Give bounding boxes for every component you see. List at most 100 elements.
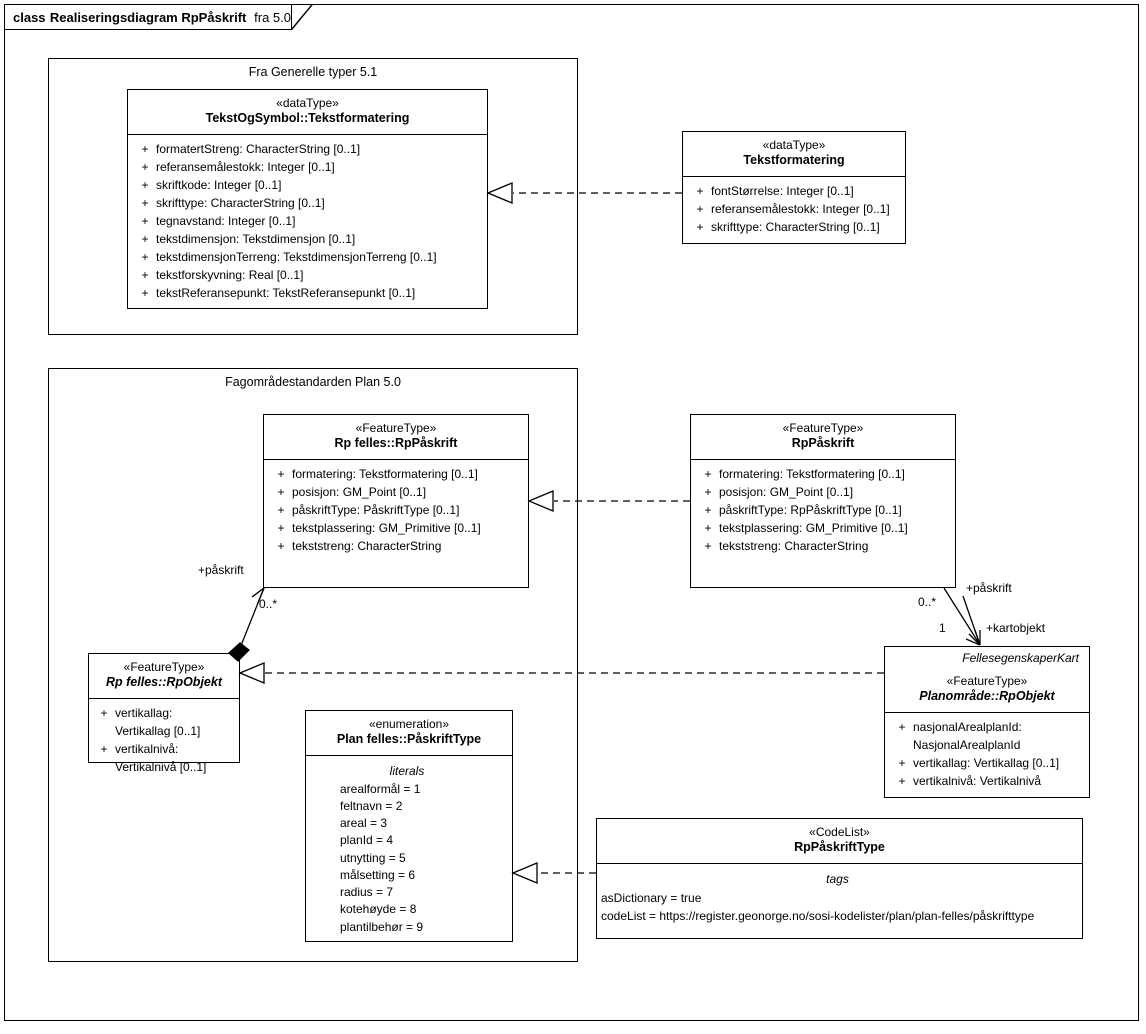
- class-header: FellesegenskaperKart «FeatureType» Plano…: [885, 647, 1089, 713]
- attribute-text: formatertStreng: CharacterString [0..1]: [156, 141, 361, 156]
- attribute-row: +nasjonalArealplanId:: [891, 719, 1085, 736]
- visibility: +: [141, 159, 149, 174]
- attribute-row: + referansemålestokk: Integer [0..1]: [134, 159, 483, 176]
- attribute-row: + formatering: Tekstformatering [0..1]: [697, 466, 951, 483]
- class-tekstogsymbol-tekstformatering[interactable]: «dataType» TekstOgSymbol::Tekstformateri…: [127, 89, 488, 309]
- attribute-text: vertikalnivå:: [115, 741, 179, 756]
- composition-multiplicity-paskrift: 0..*: [259, 597, 278, 611]
- literal-item: kotehøyde = 8: [340, 902, 417, 917]
- class-attributes: +vertikallag: Vertikallag [0..1] +vertik…: [89, 699, 239, 783]
- attribute-row: +vertikalnivå: Vertikalnivå: [891, 773, 1085, 790]
- class-rp-felles-rppaskrift[interactable]: «FeatureType» Rp felles::RpPåskrift +for…: [263, 414, 529, 588]
- attribute-row: +vertikallag: Vertikallag [0..1]: [891, 755, 1085, 772]
- literal-item: radius = 7: [340, 885, 394, 900]
- package-fagomradestandarden-label: Fagområdestandarden Plan 5.0: [225, 375, 401, 389]
- attribute-text: skriftkode: Integer [0..1]: [156, 177, 282, 192]
- attribute-row: +skrifttype: CharacterString [0..1]: [134, 195, 483, 212]
- attribute-row: NasjonalArealplanId: [891, 737, 1085, 754]
- visibility: +: [704, 538, 712, 553]
- attribute-row: + skriftkode: Integer [0..1]: [134, 177, 483, 194]
- attribute-text: påskriftType: RpPåskriftType [0..1]: [719, 502, 902, 517]
- attribute-text: tegnavstand: Integer [0..1]: [156, 213, 296, 228]
- visibility: +: [704, 484, 712, 499]
- frame-title-prefix: class: [13, 9, 46, 25]
- attribute-row: +vertikallag:: [93, 705, 235, 722]
- attribute-text: tekstforskyvning: Real [0..1]: [156, 267, 304, 282]
- class-rppaskrift[interactable]: «FeatureType» RpPåskrift + formatering: T…: [690, 414, 956, 588]
- attribute-text: posisjon: GM_Point [0..1]: [292, 484, 427, 499]
- attribute-row: +påskriftType: PåskriftType [0..1]: [270, 502, 524, 519]
- visibility: +: [141, 213, 149, 228]
- stereotype: «FeatureType»: [946, 674, 1028, 688]
- attribute-text: Vertikalnivå [0..1]: [115, 759, 207, 774]
- attribute-text: posisjon: GM_Point [0..1]: [719, 484, 854, 499]
- attribute-row: + tekstdimensjon: Tekstdimensjon [0..1]: [134, 231, 483, 248]
- class-header: «dataType» Tekstformatering: [683, 132, 905, 177]
- class-tekstformatering[interactable]: «dataType» Tekstformatering + fontStørrel…: [682, 131, 906, 244]
- visibility: +: [141, 231, 149, 246]
- visibility: +: [277, 502, 285, 517]
- class-literals: literals arealformål = 1 feltnavn = 2 ar…: [306, 756, 512, 942]
- attribute-text: tekstplassering: GM_Primitive [0..1]: [292, 520, 481, 535]
- visibility: +: [141, 267, 149, 282]
- attribute-text: referansemålestokk: Integer [0..1]: [156, 159, 335, 174]
- visibility: +: [141, 177, 149, 192]
- class-attributes: +nasjonalArealplanId: NasjonalArealplanI…: [885, 713, 1089, 797]
- frame-title-text: Realiseringsdiagram RpPåskrift: [49, 9, 247, 25]
- class-rppaskrifttype-codelist[interactable]: «CodeList» RpPåskriftType tags asDiction…: [596, 818, 1083, 939]
- attribute-text: fontStørrelse: Integer [0..1]: [711, 183, 854, 198]
- visibility: +: [704, 466, 712, 481]
- attribute-row: +tekstplassering: GM_Primitive [0..1]: [270, 520, 524, 537]
- class-name: RpPåskriftType: [794, 840, 885, 854]
- visibility: +: [277, 538, 285, 553]
- literal-item: areal = 3: [340, 816, 388, 831]
- class-name: Plan felles::PåskriftType: [336, 732, 482, 746]
- attribute-row: + tekststreng: CharacterString: [697, 538, 951, 555]
- visibility: [93, 723, 115, 740]
- class-attributes: + formatertStreng: CharacterString [0..1]…: [128, 135, 487, 309]
- attribute-row: +tekstdimensjonTerreng: TekstdimensjonTe…: [134, 249, 483, 266]
- class-name: RpPåskrift: [791, 436, 855, 450]
- class-plan-felles-paskrifttype[interactable]: «enumeration» Plan felles::PåskriftType …: [305, 710, 513, 942]
- literal-item: plantilbehør = 9: [340, 919, 424, 934]
- attribute-text: tekstReferansepunkt: TekstReferansepunkt…: [156, 285, 416, 300]
- package-generelle-typer-label: Fra Generelle typer 5.1: [248, 65, 378, 79]
- attribute-row: +posisjon: GM_Point [0..1]: [270, 484, 524, 501]
- class-name: Planområde::RpObjekt: [919, 689, 1055, 703]
- attribute-row: + påskriftType: RpPåskriftType [0..1]: [697, 502, 951, 519]
- class-name: Rp felles::RpPåskrift: [334, 436, 458, 450]
- class-attributes: +formatering: Tekstformatering [0..1] +p…: [264, 460, 528, 587]
- attribute-row: +tekstplassering: GM_Primitive [0..1]: [697, 520, 951, 537]
- class-header: «FeatureType» Rp felles::RpObjekt: [89, 654, 239, 699]
- attribute-text: skrifttype: CharacterString [0..1]: [711, 219, 880, 234]
- stereotype: «FeatureType»: [782, 421, 864, 435]
- tags-section-label: tags: [826, 871, 849, 886]
- class-header: «FeatureType» Rp felles::RpPåskrift: [264, 415, 528, 460]
- visibility: +: [696, 183, 704, 198]
- attribute-text: tekststreng: CharacterString: [719, 538, 869, 553]
- association-multiplicity-paskrift: 0..*: [918, 595, 937, 609]
- attribute-text: tekstdimensjon: Tekstdimensjon [0..1]: [156, 231, 356, 246]
- attribute-row: +skrifttype: CharacterString [0..1]: [689, 219, 901, 236]
- visibility: [891, 737, 913, 754]
- visibility: [93, 759, 115, 776]
- attribute-row: + tekstforskyvning: Real [0..1]: [134, 267, 483, 284]
- class-rp-felles-rpobjekt[interactable]: «FeatureType» Rp felles::RpObjekt +verti…: [88, 653, 240, 774]
- class-planomrade-rpobjekt[interactable]: FellesegenskaperKart «FeatureType» Plano…: [884, 646, 1090, 798]
- class-header: «dataType» TekstOgSymbol::Tekstformateri…: [128, 90, 487, 135]
- association-role-paskrift: +påskrift: [966, 581, 1012, 595]
- attribute-text: tekstplassering: GM_Primitive [0..1]: [719, 520, 908, 535]
- attribute-text: formatering: Tekstformatering [0..1]: [719, 466, 905, 481]
- attribute-row: +vertikalnivå:: [93, 741, 235, 758]
- stereotype: «FeatureType»: [123, 660, 205, 674]
- association-multiplicity-kartobjekt: 1: [939, 621, 946, 635]
- class-name: Rp felles::RpObjekt: [106, 675, 222, 689]
- visibility: +: [704, 502, 712, 517]
- class-tag-fellesegenskaperkart: FellesegenskaperKart: [962, 651, 1079, 665]
- attribute-row: +formatering: Tekstformatering [0..1]: [270, 466, 524, 483]
- tag-item: codeList = https://register.geonorge.no/…: [601, 908, 1035, 923]
- stereotype: «CodeList»: [809, 825, 870, 839]
- composition-role-paskrift: +påskrift: [198, 563, 244, 577]
- stereotype: «enumeration»: [368, 717, 450, 731]
- literals-section-label: literals: [389, 763, 425, 778]
